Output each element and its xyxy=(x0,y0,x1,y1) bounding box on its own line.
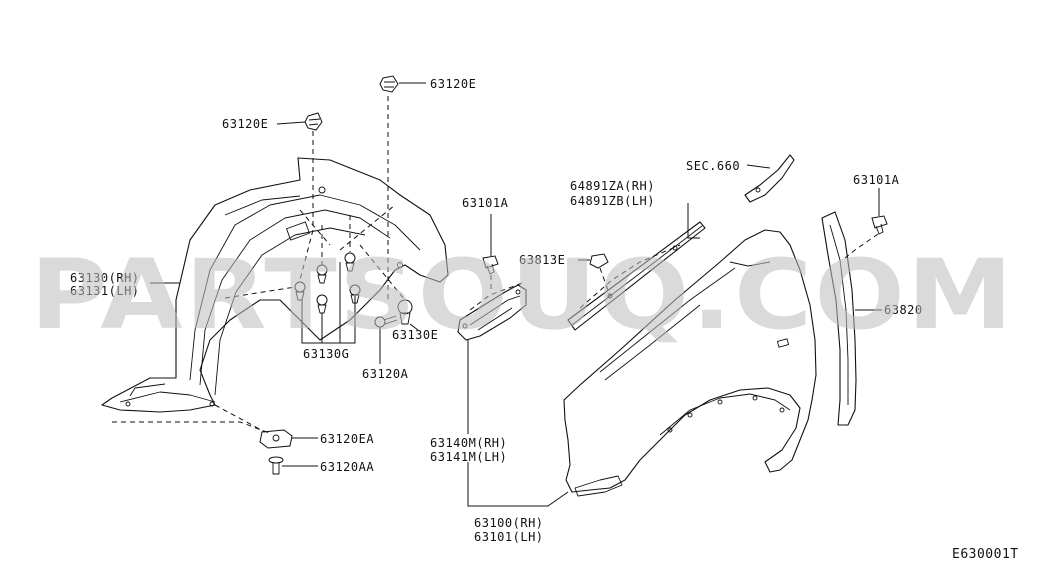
label-64891ZA: 64891ZA(RH) xyxy=(570,179,655,193)
label-63120EA: 63120EA xyxy=(320,432,374,446)
label-63130G: 63130G xyxy=(303,347,349,361)
label-63120E-left: 63120E xyxy=(222,117,268,131)
bracket-SEC660[interactable] xyxy=(744,154,795,203)
bolt-63101A-right[interactable] xyxy=(871,215,888,235)
clip-63130E[interactable] xyxy=(397,299,413,325)
clip-63120E-top[interactable] xyxy=(379,75,399,93)
screw-63120A[interactable] xyxy=(374,315,398,328)
label-63131-lh: 63131(LH) xyxy=(70,284,140,298)
label-63101A-mid: 63101A xyxy=(462,196,509,210)
label-63120AA: 63120AA xyxy=(320,460,374,474)
clip-63120E-left[interactable] xyxy=(304,112,323,131)
watermark: PARTSOUQ.COM xyxy=(30,239,1015,351)
label-63100-rh: 63100(RH) xyxy=(474,516,544,530)
fender-seal-63820[interactable] xyxy=(821,211,857,426)
diagram-code: E630001T xyxy=(952,547,1019,562)
bolt-63101A-mid[interactable] xyxy=(482,255,499,275)
label-63120A: 63120A xyxy=(362,367,409,381)
screw-63120AA[interactable] xyxy=(268,456,284,475)
label-63101-lh: 63101(LH) xyxy=(474,530,544,544)
fender-liner[interactable] xyxy=(101,157,449,413)
fender-bracket-63140M[interactable] xyxy=(457,284,527,341)
label-64891ZB: 64891ZB(LH) xyxy=(570,194,655,208)
clip-63813E[interactable] xyxy=(589,253,609,269)
front-fender-63100[interactable] xyxy=(563,229,817,497)
label-63820: 63820 xyxy=(884,303,923,317)
clip-63120EA[interactable] xyxy=(259,429,293,449)
label-63141M-lh: 63141M(LH) xyxy=(430,450,507,464)
clips-63130G[interactable] xyxy=(294,252,361,314)
label-63140M-rh: 63140M(RH) xyxy=(430,436,507,450)
label-63813E: 63813E xyxy=(519,253,565,267)
label-63120E-top: 63120E xyxy=(430,77,476,91)
label-63101A-right: 63101A xyxy=(853,173,900,187)
label-SEC660: SEC.660 xyxy=(686,159,740,173)
label-63130-rh: 63130(RH) xyxy=(70,271,140,285)
label-63130E: 63130E xyxy=(392,328,438,342)
